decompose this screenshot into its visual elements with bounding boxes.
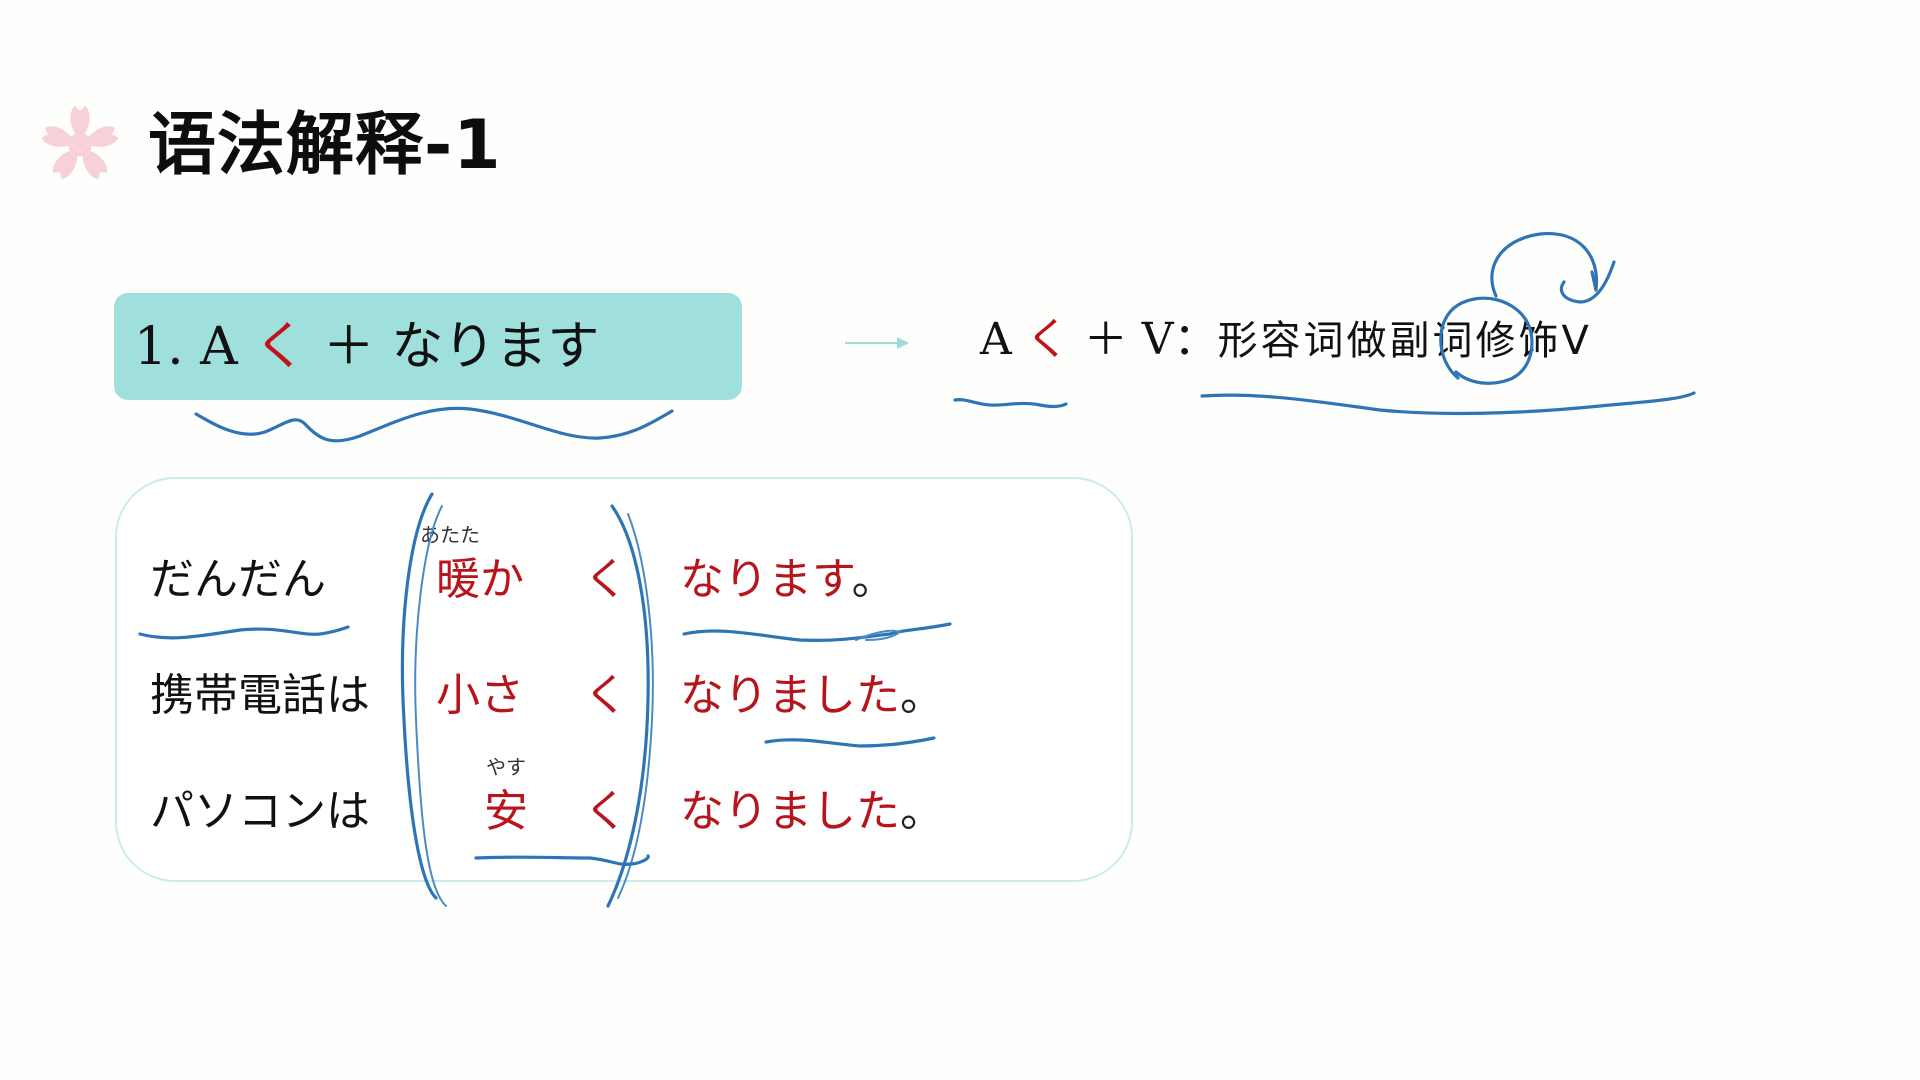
example-2-adjective: 小さ xyxy=(436,670,524,721)
example-1-subject: だんだん xyxy=(150,554,326,605)
example-2-period: 。 xyxy=(900,670,944,721)
formula-explanation-text: 形容词做副词修饰V xyxy=(1217,318,1592,364)
formula-plus: ＋ xyxy=(1083,314,1128,365)
example-2-subject: 携帯電話は xyxy=(150,670,370,721)
example-3-ku: く xyxy=(584,786,628,837)
example-3-adjective: 安 xyxy=(484,786,528,837)
example-2-ku: く xyxy=(584,670,628,721)
furigana-atata: あたた xyxy=(420,523,480,547)
furigana-yasu: やす xyxy=(486,755,526,779)
grammar-plus: ＋ xyxy=(322,317,375,377)
example-3-period: 。 xyxy=(900,786,944,837)
example-3-verb-text: なりました xyxy=(680,786,900,837)
slide-title: 语法解释-1 xyxy=(148,106,502,185)
example-2-verb: なりました。 xyxy=(680,670,944,722)
example-2-verb-text: なりました xyxy=(680,670,900,721)
underline-grammar-wave xyxy=(194,406,674,443)
arrow-right-icon xyxy=(845,337,909,349)
underline-formula-text xyxy=(1200,391,1696,416)
example-1-verb: なります。 xyxy=(680,554,896,606)
example-3-subject: パソコンは xyxy=(150,786,370,837)
example-1-period: 。 xyxy=(851,554,896,605)
grammar-a: A xyxy=(200,317,238,377)
example-1-verb-text: なります xyxy=(680,554,852,605)
example-3-verb: なりました。 xyxy=(680,786,944,838)
formula-ku: く xyxy=(1025,314,1070,365)
grammar-verb: なります xyxy=(391,317,600,377)
example-1-ku: く xyxy=(584,554,628,605)
grammar-pattern: 1. A く ＋ なります xyxy=(134,315,599,379)
example-1-adjective: 暖か xyxy=(436,554,524,605)
formula-colon: ： xyxy=(1173,314,1218,365)
sakura-icon xyxy=(41,106,119,179)
grammar-ku: く xyxy=(254,317,307,377)
formula-v: V xyxy=(1141,314,1174,365)
formula-a: A xyxy=(980,314,1012,365)
curved-arrow xyxy=(1490,232,1616,304)
underline-formula-aku xyxy=(953,398,1068,408)
grammar-number: 1. xyxy=(134,317,184,377)
grammar-point-box: 1. A く ＋ なります xyxy=(114,293,742,400)
explanation-formula: A く ＋ V：形容词做副词修饰V xyxy=(980,312,1592,369)
